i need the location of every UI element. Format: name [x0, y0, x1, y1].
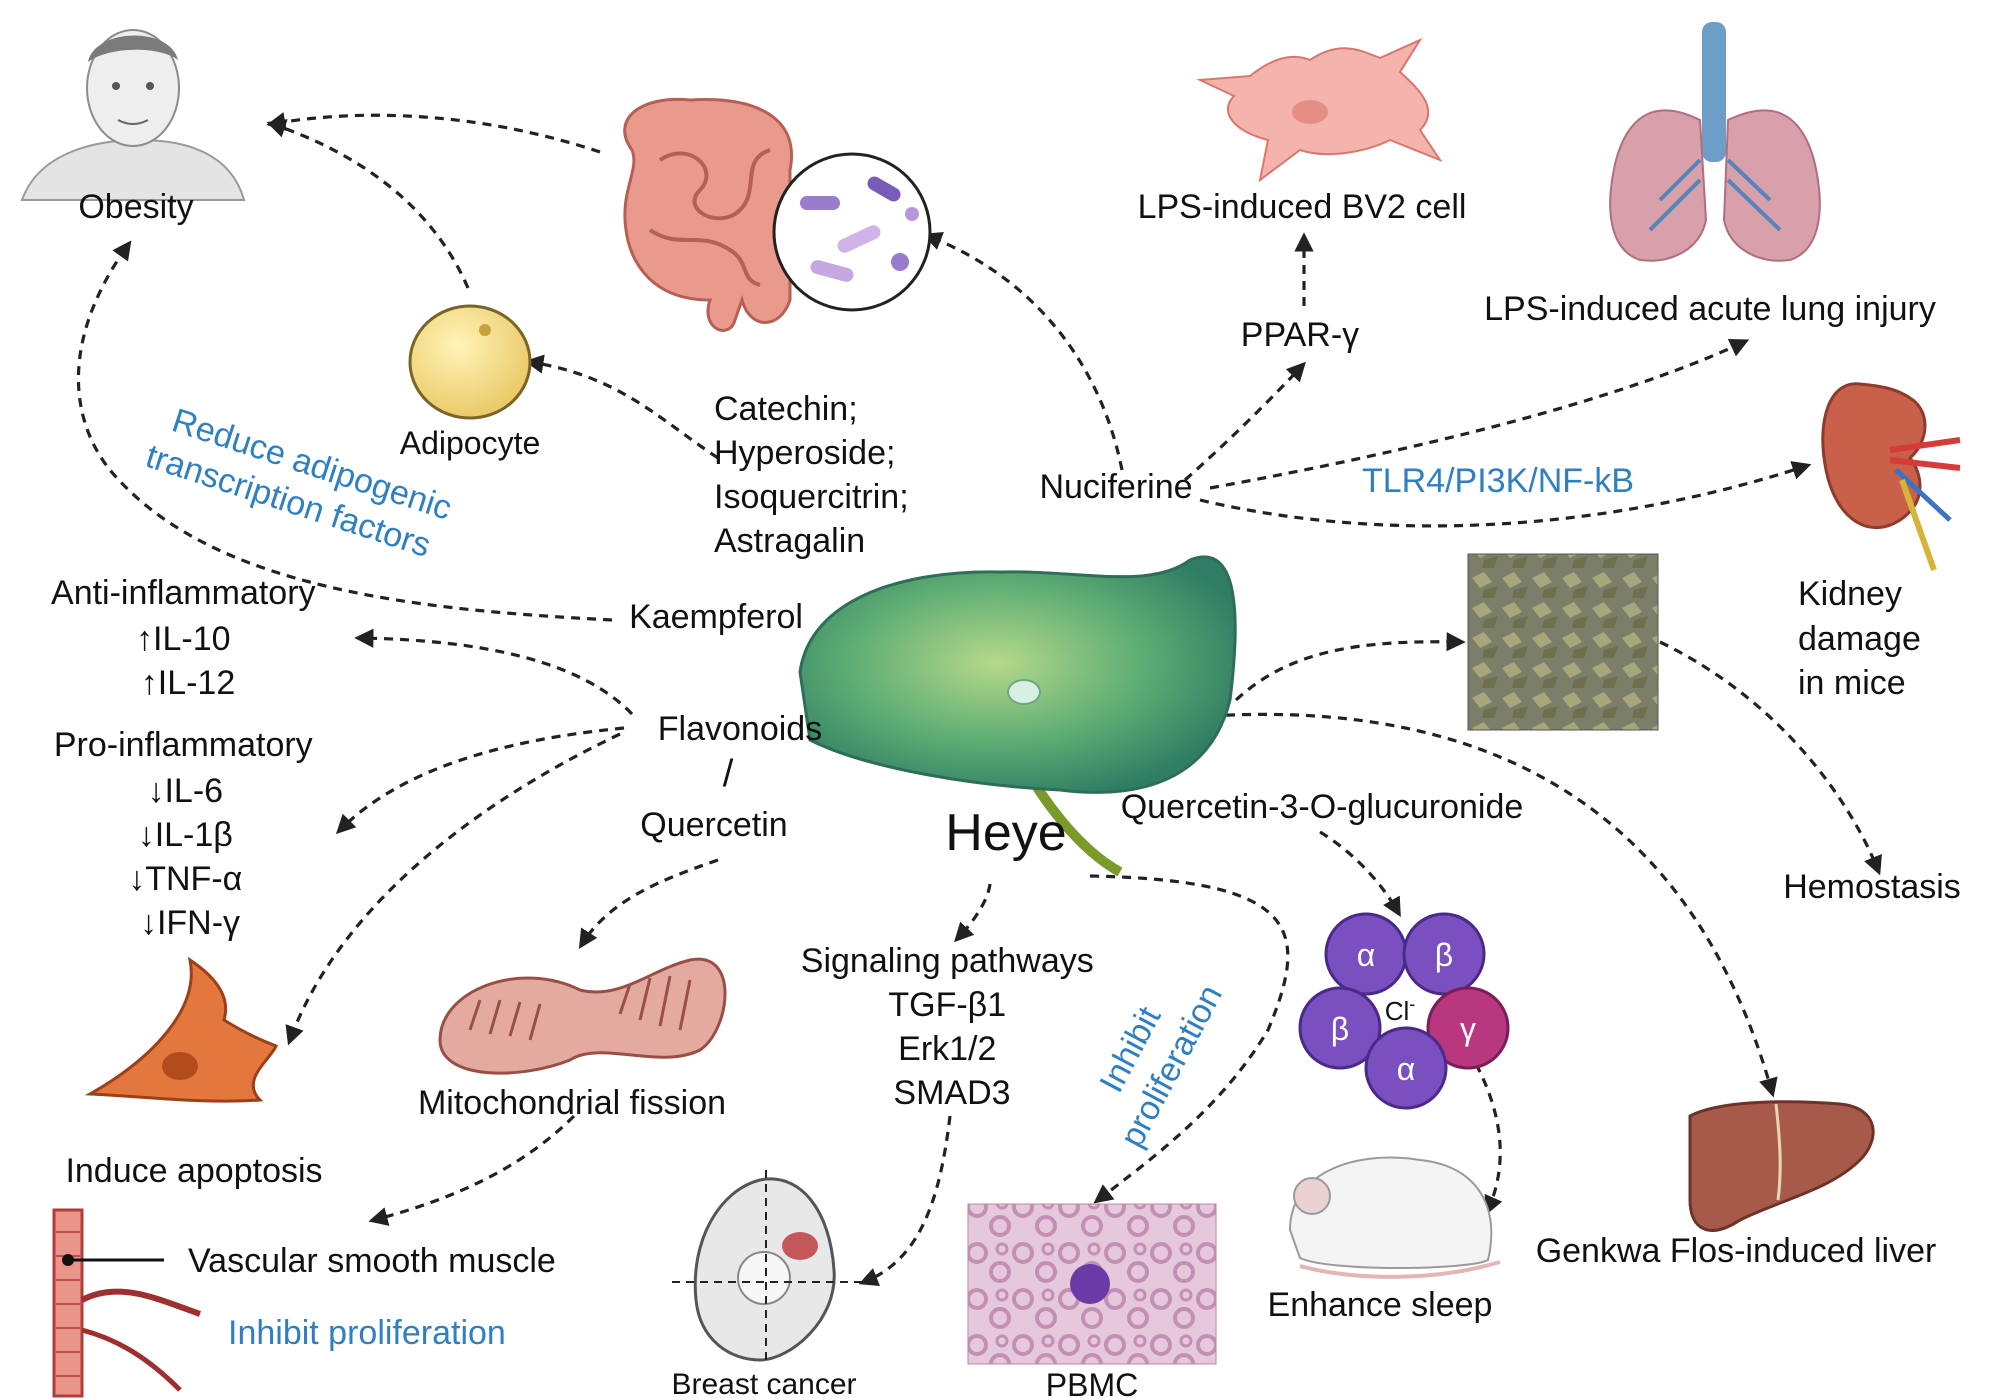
arrow-flavonoids-to-apoptosis — [285, 732, 621, 1046]
pro-inflammatory-label: Pro-inflammatory ↓IL-6 ↓IL-1β ↓TNF-α ↓IF… — [54, 726, 322, 942]
adipocyte-icon — [408, 304, 532, 420]
mito-label: Mitochondrial fission — [418, 1084, 726, 1122]
tlr4-label: TLR4/PI3K/NF-kB — [1362, 462, 1634, 500]
arrow-nuciferine-to-kidney — [1199, 461, 1812, 528]
anti-inflammatory-label: Anti-inflammatory ↑IL-10 ↑IL-12 — [51, 574, 325, 702]
svg-text:α: α — [1357, 937, 1376, 973]
obese-person-icon — [20, 29, 246, 201]
svg-text:β: β — [1331, 1011, 1349, 1047]
arrow-dried-leaf-to-hemostasis — [1659, 640, 1882, 876]
arrow-mito-to-vessel — [368, 1114, 576, 1226]
intestine-icon — [623, 97, 793, 332]
bv2-label: LPS-induced BV2 cell — [1138, 188, 1467, 226]
arrow-leaf-to-liver — [1209, 712, 1778, 1098]
pbmc-smear-icon — [967, 1203, 1217, 1365]
mitochondrion-icon — [438, 957, 727, 1075]
lotus-leaf-icon — [798, 555, 1237, 877]
hemostasis-label: Hemostasis — [1783, 868, 1961, 906]
gaba-subunit-labels: α β β γ α Cl- — [1331, 937, 1476, 1087]
adipocyte-label: Adipocyte — [400, 425, 541, 461]
arrow-gaba-to-mouse — [1474, 1063, 1503, 1216]
svg-text:Cl-: Cl- — [1385, 994, 1416, 1026]
arrow-heye-to-pbmc — [1089, 874, 1290, 1204]
svg-text:β: β — [1435, 937, 1453, 973]
arrow-nuciferine-to-microbiota — [922, 231, 1124, 471]
liver-label: Genkwa Flos-induced liver — [1536, 1232, 1937, 1270]
flavonoids-label: Flavonoids — [658, 710, 822, 748]
lungs-icon — [1609, 22, 1821, 262]
breast-label: Breast cancer — [671, 1368, 856, 1400]
lung-label: LPS-induced acute lung injury — [1484, 290, 1936, 328]
arrow-nuciferine-to-lung — [1209, 338, 1750, 490]
adipogenic-annotation: Reduce adipogenic transcription factors — [141, 397, 465, 570]
arrows — [76, 112, 1882, 1287]
arrow-catechin-to-adipocyte — [524, 354, 719, 460]
bacteria-icon — [772, 152, 932, 312]
microglia-icon — [1196, 37, 1443, 183]
nuciferine-label: Nuciferine — [1039, 468, 1192, 506]
arrow-flavonoids-to-pro-inflammatory — [335, 726, 625, 835]
ppar-label: PPAR-γ — [1241, 316, 1359, 354]
vsm-label: Vascular smooth muscle — [188, 1242, 556, 1280]
svg-text:γ: γ — [1460, 1011, 1476, 1047]
obesity-label: Obesity — [78, 188, 193, 226]
arrow-leaf-to-dried-leaf — [1234, 632, 1466, 702]
svg-text:α: α — [1397, 1051, 1416, 1087]
arrow-kaempferol-to-obesity — [76, 240, 613, 622]
signaling-label: Signaling pathways TGF-β1 Erk1/2 SMAD3 — [801, 942, 1103, 1112]
sleep-label: Enhance sleep — [1268, 1286, 1493, 1324]
q3g-label: Quercetin-3-O-glucuronide — [1121, 788, 1524, 826]
inhibit-proliferation-annotation: Inhibit proliferation — [1074, 958, 1230, 1153]
arrow-quercetin-to-mitochondria — [578, 858, 719, 949]
heye-label: Heye — [945, 804, 1066, 862]
arrow-q3g-to-gaba — [1319, 830, 1401, 918]
slash-label: / — [723, 753, 734, 795]
arrow-nuciferine-to-ppar — [1183, 361, 1306, 482]
breast-icon — [672, 1170, 862, 1366]
vsm-inhibit-label: Inhibit proliferation — [228, 1314, 506, 1352]
liver-icon — [1688, 1100, 1875, 1232]
catechin-group-label: Catechin; Hyperoside; Isoquercitrin; Ast… — [714, 390, 918, 560]
kidney-icon — [1821, 382, 1961, 572]
apoptosis-label: Induce apoptosis — [65, 1152, 322, 1190]
arrow-flavonoids-to-anti-inflammatory — [354, 628, 634, 716]
arrow-signaling-to-breast — [858, 1115, 952, 1287]
quercetin-label: Quercetin — [640, 806, 787, 844]
cell-icon — [84, 956, 278, 1103]
blood-vessel-icon — [52, 1208, 201, 1398]
gaba-receptor-icon — [1298, 912, 1510, 1110]
kidney-label: Kidney damage in mice — [1798, 575, 1930, 702]
mouse-icon — [1288, 1156, 1501, 1279]
arrow-heye-to-signaling — [954, 883, 992, 943]
arrow-adipocyte-to-obesity — [266, 119, 470, 289]
dried-leaf-icon — [1467, 553, 1659, 731]
arrow-intestine-to-obesity — [266, 112, 601, 154]
kaempferol-label: Kaempferol — [629, 598, 803, 636]
pbmc-label: PBMC — [1046, 1367, 1138, 1400]
